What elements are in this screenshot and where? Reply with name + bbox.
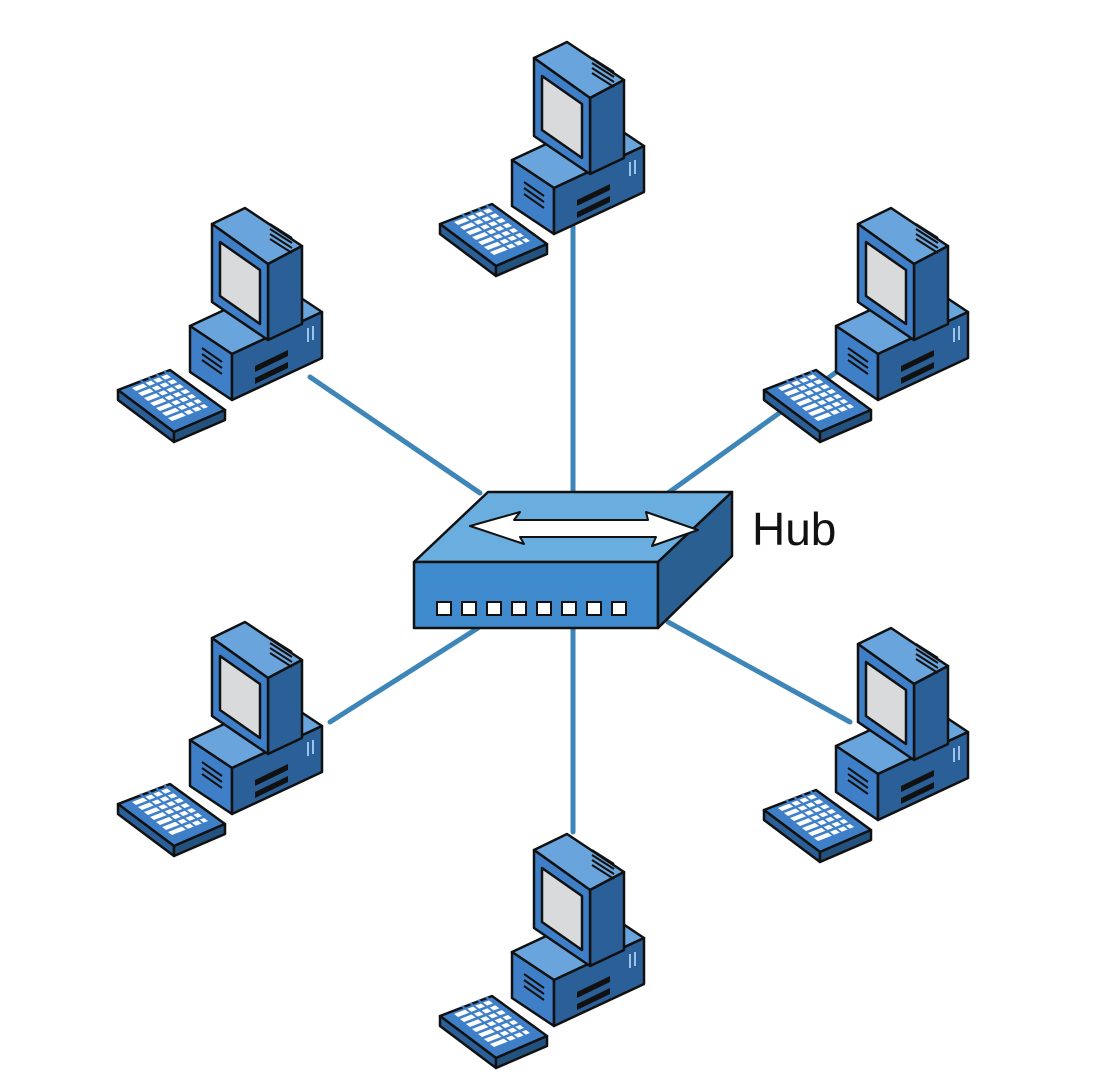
hub-label: Hub xyxy=(752,503,836,555)
cable-bottom-left xyxy=(327,625,481,725)
computer-bottom xyxy=(438,832,646,1070)
hub-ports xyxy=(436,601,627,616)
computer-top-left xyxy=(116,206,324,444)
double-arrow-icon xyxy=(469,511,699,547)
computer-top-right xyxy=(762,206,970,444)
hub-icon xyxy=(412,490,734,630)
computer-bottom-right xyxy=(762,626,970,864)
cable-top-left xyxy=(307,374,483,496)
cables xyxy=(307,221,853,835)
computer-bottom-left xyxy=(116,620,324,858)
cable-bottom-right xyxy=(665,619,853,725)
computer-top xyxy=(438,40,646,278)
